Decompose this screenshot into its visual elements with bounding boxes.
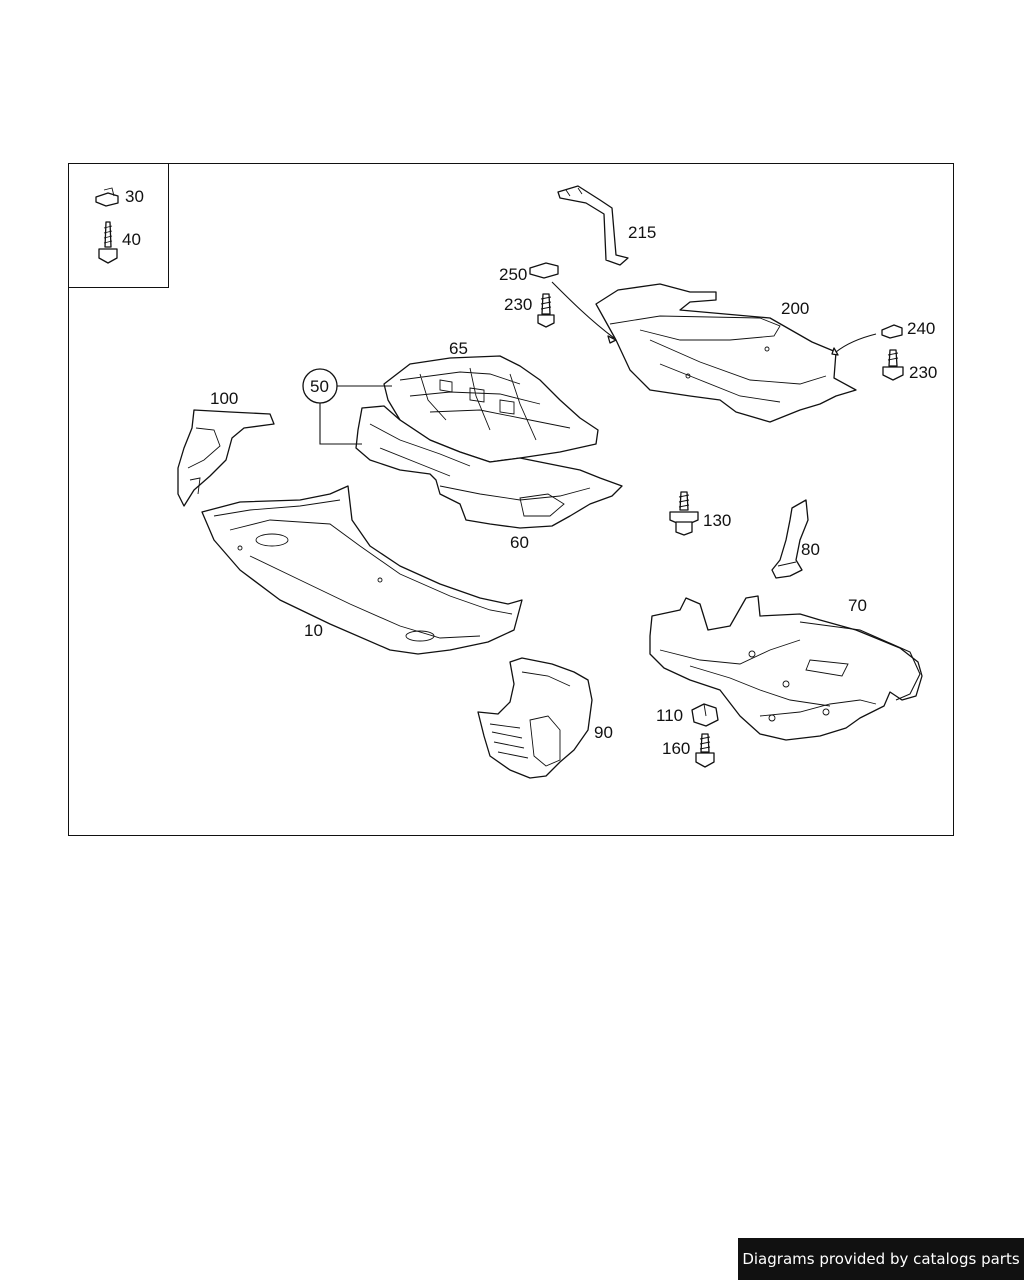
callout-70: 70 <box>848 596 867 615</box>
leader-250 <box>551 281 615 339</box>
callout-65: 65 <box>449 339 468 358</box>
part-230-screw-right <box>882 349 904 381</box>
screw-icon <box>98 221 118 264</box>
part-160-screw <box>695 733 715 768</box>
legend-callout-40: 40 <box>122 230 141 249</box>
footer-credit: Diagrams provided by catalogs parts <box>738 1238 1024 1280</box>
callout-60: 60 <box>510 533 529 552</box>
callout-230-right: 230 <box>909 363 937 382</box>
leader-240 <box>835 333 877 353</box>
part-100-panel <box>177 409 275 507</box>
callout-130: 130 <box>703 511 731 530</box>
part-230-screw-left <box>537 293 555 328</box>
fastener-legend-box <box>68 163 169 288</box>
callout-230-left: 230 <box>504 295 532 314</box>
legend-callout-30: 30 <box>125 187 144 206</box>
callout-50-marker <box>302 368 392 445</box>
callout-215: 215 <box>628 223 656 242</box>
part-70-shield <box>649 595 923 741</box>
callout-90: 90 <box>594 723 613 742</box>
clip-nut-icon <box>95 187 119 207</box>
part-240-clip <box>881 324 903 339</box>
callout-250: 250 <box>499 265 527 284</box>
callout-110: 110 <box>656 706 683 725</box>
callout-240: 240 <box>907 319 935 338</box>
part-250-clip <box>529 262 559 279</box>
part-215-bracket <box>557 185 629 266</box>
callout-160: 160 <box>662 739 690 758</box>
callout-50: 50 <box>310 377 329 396</box>
part-80-bracket <box>771 499 809 579</box>
part-200-shield <box>595 283 857 423</box>
callout-100: 100 <box>210 389 238 408</box>
callout-200: 200 <box>781 299 809 318</box>
part-130-screw <box>669 491 699 536</box>
arrowhead-240 <box>831 347 839 356</box>
part-60-cover <box>355 405 623 529</box>
callout-10: 10 <box>304 621 323 640</box>
part-10-underbody-panel <box>201 485 523 655</box>
part-110-clip <box>691 703 719 727</box>
callout-80: 80 <box>801 540 820 559</box>
arrowhead-250 <box>607 335 617 344</box>
part-90-duct <box>477 657 593 779</box>
